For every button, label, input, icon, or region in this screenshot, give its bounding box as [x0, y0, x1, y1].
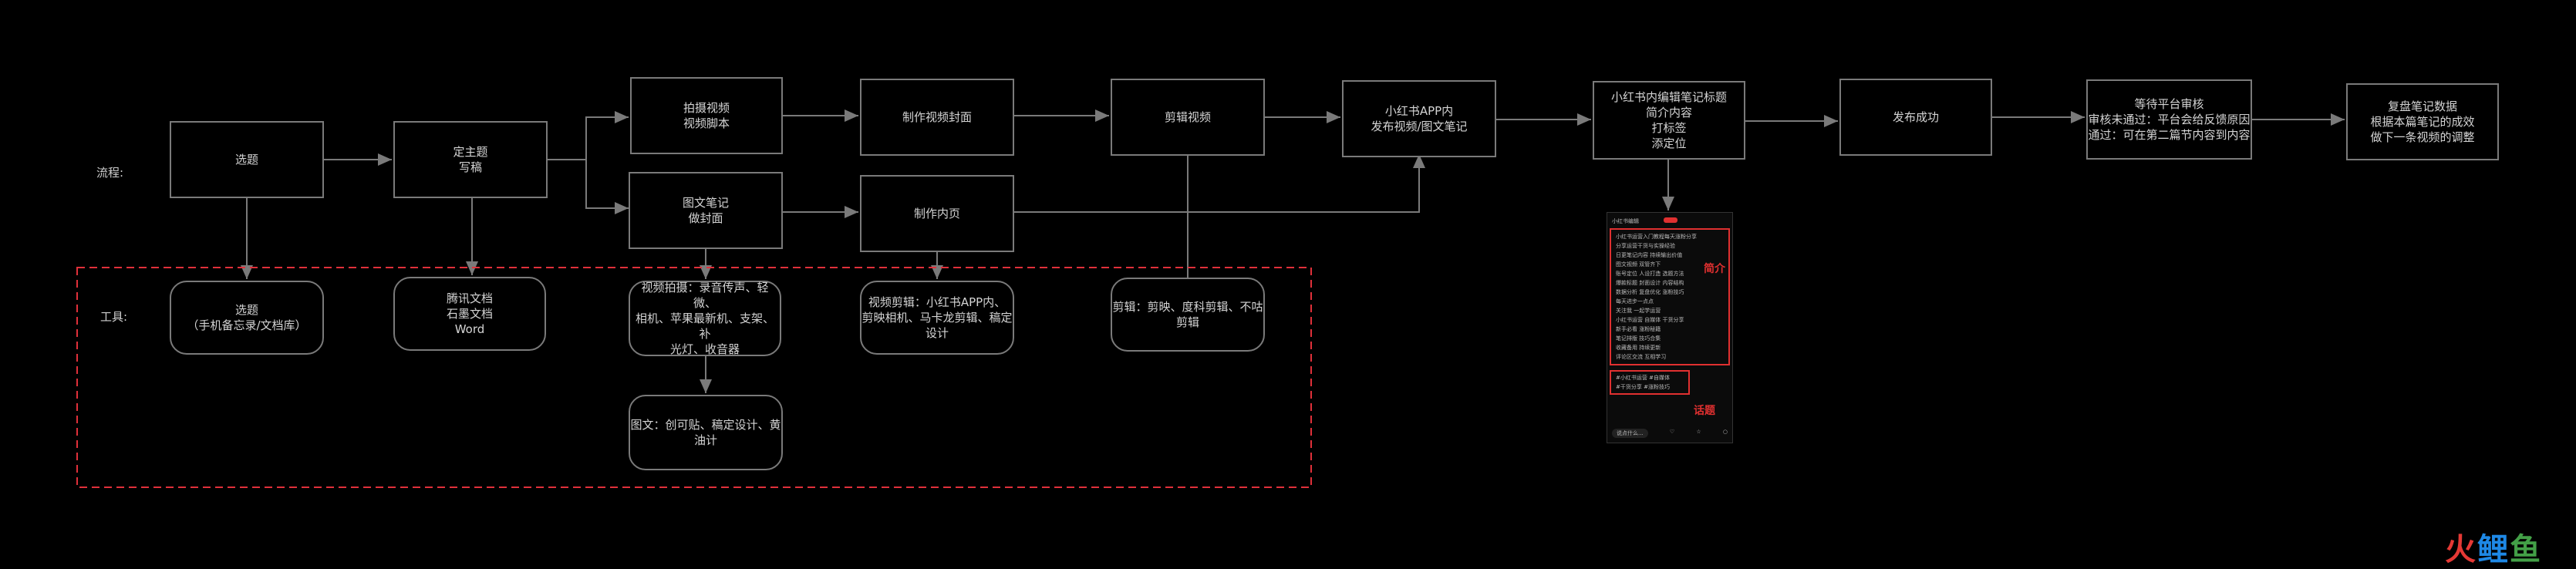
tool-video-edit-line: 设计	[925, 326, 949, 340]
phone-intro-line: 评论区交流 互相学习	[1616, 354, 1667, 360]
phone-intro-block: 小红书运营入门教程每天涨粉分享 分享运营干货与实操经验 日更笔记内容 持续输出价…	[1610, 228, 1730, 365]
node-edit-title-line: 小红书内编辑笔记标题	[1610, 90, 1727, 104]
flow-label: 流程:	[96, 166, 124, 180]
phone-intro-line: 每天进步一点点	[1616, 298, 1654, 305]
node-cover-line: 制作视频封面	[902, 110, 972, 124]
phone-intro-line: 日更笔记内容 持续输出价值	[1616, 252, 1683, 258]
topic-tag: 话题	[1694, 405, 1715, 417]
like-icon[interactable]: ♡	[1669, 429, 1675, 435]
watermark-char: 火	[2445, 532, 2477, 567]
node-publish-success: 发布成功	[1839, 79, 1992, 156]
watermark-char: 鱼	[2510, 532, 2542, 567]
tool-topic-line: （手机备忘录/文档库）	[187, 318, 307, 332]
tool-topic-line: 选题	[234, 303, 258, 317]
node-inner-page: 制作内页	[860, 175, 1014, 252]
node-review-line: 通过：可在第二篇节内容到内容	[2088, 128, 2251, 142]
watermark-logo: 火鲤鱼	[2445, 524, 2542, 569]
tool-docs: 腾讯文档 石墨文档 Word	[393, 277, 546, 351]
tool-shoot-line: 光灯、收音器	[669, 342, 740, 356]
node-publish-app: 小红书APP内 发布视频/图文笔记	[1342, 80, 1496, 157]
phone-topic-line: #小红书运营 #自媒体	[1616, 375, 1670, 381]
tool-image-line: 油计	[693, 433, 717, 447]
node-edit-video: 剪辑视频	[1111, 79, 1265, 156]
node-image-note: 图文笔记 做封面	[629, 172, 783, 249]
star-icon[interactable]: ☆	[1696, 429, 1701, 435]
phone-intro-line: 新手必看 涨粉秘籍	[1616, 326, 1661, 332]
phone-header-badge	[1664, 217, 1678, 223]
phone-topic-line: #干货分享 #涨粉技巧	[1616, 384, 1670, 390]
watermark-char: 鲤	[2477, 532, 2510, 567]
phone-intro-line: 爆款标题 封面设计 内容结构	[1616, 280, 1684, 286]
phone-screenshot: 小红书编辑 小红书运营入门教程每天涨粉分享 分享运营干货与实操经验 日更笔记内容…	[1607, 212, 1733, 443]
tool-topic: 选题 （手机备忘录/文档库）	[170, 281, 324, 355]
node-inner-line: 制作内页	[913, 207, 960, 221]
node-edit-title-line: 打标签	[1651, 121, 1687, 135]
phone-topic-block: #小红书运营 #自媒体 #干货分享 #涨粉技巧	[1610, 370, 1690, 395]
phone-intro-line: 账号定位 人设打造 选题方法	[1616, 271, 1684, 277]
phone-intro-line: 图文视频 双管齐下	[1616, 261, 1661, 268]
tool-clip: 剪辑：剪映、度科剪辑、不咕 剪辑	[1111, 278, 1265, 352]
node-edit-line: 剪辑视频	[1164, 110, 1211, 124]
node-topic: 选题	[170, 121, 324, 198]
phone-intro-line: 数据分析 复盘优化 涨粉技巧	[1616, 289, 1684, 295]
node-theme-line: 定主题	[453, 145, 488, 159]
phone-intro-line: 小红书运营 自媒体 干货分享	[1616, 317, 1684, 323]
node-edit-title-line: 添定位	[1651, 136, 1687, 150]
node-theme-line: 写稿	[458, 160, 482, 174]
node-review-line: 等待平台审核	[2134, 97, 2204, 111]
tool-clip-line: 剪辑：剪映、度科剪辑、不咕	[1112, 300, 1263, 314]
node-theme: 定主题 写稿	[393, 121, 548, 198]
node-image-line: 图文笔记	[682, 196, 729, 210]
phone-intro-line: 收藏备用 持续更新	[1616, 345, 1661, 351]
intro-tag: 简介	[1704, 263, 1725, 275]
phone-footer: 说点什么... ♡ ☆ ○	[1612, 429, 1728, 438]
node-publish-line: 发布视频/图文笔记	[1371, 120, 1468, 133]
tool-video-edit-line: 剪映相机、马卡龙剪辑、稿定	[861, 311, 1013, 325]
node-edit-title: 小红书内编辑笔记标题 简介内容 打标签 添定位	[1593, 81, 1745, 160]
tool-video-edit: 视频剪辑：小红书APP内、 剪映相机、马卡龙剪辑、稿定 设计	[860, 281, 1014, 355]
tool-docs-line: 腾讯文档	[446, 291, 493, 305]
phone-intro-line: 小红书运营入门教程每天涨粉分享	[1616, 234, 1697, 240]
tool-shoot: 视频拍摄：录音传声、轻微、 相机、苹果最新机、支架、补 光灯、收音器	[629, 281, 781, 356]
comment-input[interactable]: 说点什么...	[1612, 429, 1648, 438]
node-data-review: 复盘笔记数据 根据本篇笔记的成效 做下一条视频的调整	[2346, 83, 2499, 160]
phone-header-text: 小红书编辑	[1612, 218, 1639, 224]
node-success-line: 发布成功	[1892, 110, 1939, 124]
phone-intro-line: 分享运营干货与实操经验	[1616, 243, 1675, 249]
tools-label: 工具:	[100, 310, 128, 324]
tool-image: 图文：创可贴、稿定设计、黄 油计	[629, 395, 783, 470]
tool-image-line: 图文：创可贴、稿定设计、黄	[630, 418, 781, 432]
phone-intro-line: 关注我 一起学运营	[1616, 308, 1661, 314]
tools-dashed-frame	[76, 267, 1312, 488]
tool-shoot-line: 视频拍摄：录音传声、轻微、	[641, 281, 769, 310]
comment-icon[interactable]: ○	[1722, 429, 1728, 435]
tool-video-edit-line: 视频剪辑：小红书APP内、	[868, 295, 1006, 309]
node-review: 等待平台审核 审核未通过：平台会给反馈原因 通过：可在第二篇节内容到内容	[2086, 79, 2252, 160]
node-edit-title-line: 简介内容	[1645, 106, 1692, 120]
tool-docs-line: Word	[454, 322, 485, 336]
node-shoot-video: 拍摄视频 视频脚本	[630, 77, 783, 154]
phone-intro-line: 笔记排版 技巧合集	[1616, 335, 1661, 342]
node-publish-line: 小红书APP内	[1384, 104, 1454, 118]
node-shoot-line: 拍摄视频	[683, 101, 730, 115]
tool-shoot-line: 相机、苹果最新机、支架、补	[635, 311, 774, 341]
node-review-line: 审核未通过：平台会给反馈原因	[2088, 113, 2251, 126]
node-image-line: 做封面	[688, 211, 723, 225]
phone-header: 小红书编辑	[1612, 217, 1728, 225]
node-topic-line: 选题	[234, 153, 258, 167]
node-data-line: 根据本篇笔记的成效	[2370, 115, 2475, 129]
node-data-line: 复盘笔记数据	[2387, 99, 2457, 113]
node-data-line: 做下一条视频的调整	[2370, 130, 2475, 144]
tool-docs-line: 石墨文档	[446, 307, 493, 321]
tool-clip-line: 剪辑	[1175, 315, 1199, 329]
node-video-cover: 制作视频封面	[860, 79, 1014, 156]
node-shoot-line: 视频脚本	[683, 116, 730, 130]
